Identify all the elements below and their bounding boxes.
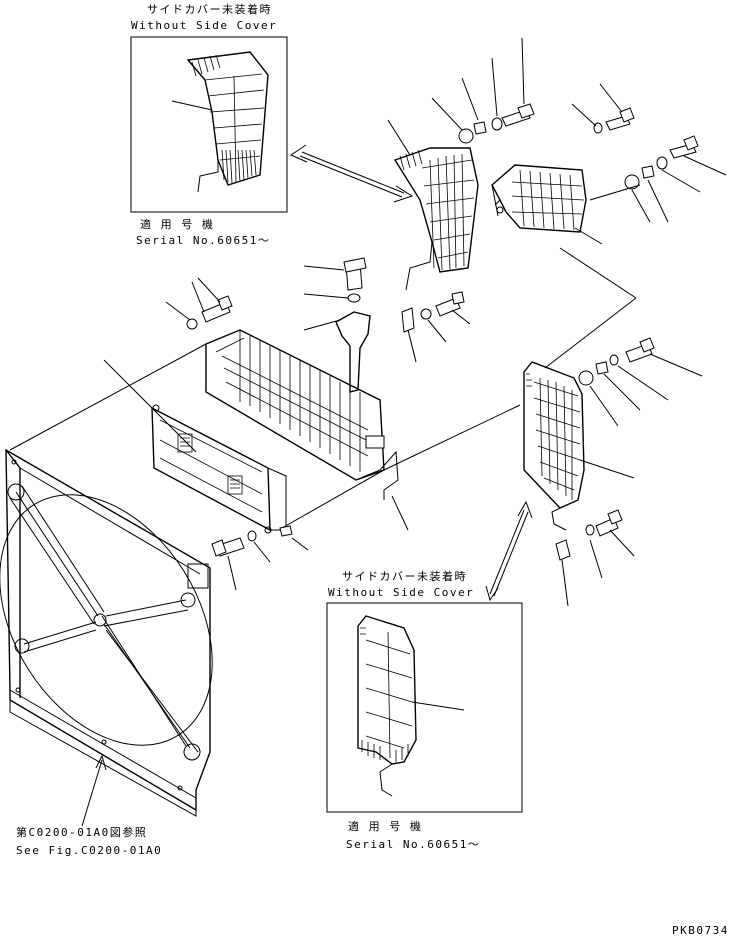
drawing-code: PKB0734: [672, 924, 729, 937]
inset-bottom-serial-en: Serial No.60651～: [346, 838, 480, 851]
inset-top-serial-jp: 適 用 号 機: [140, 217, 214, 231]
upper-grille: [393, 147, 587, 291]
fan-shroud: [0, 448, 271, 827]
inset-bottom-guard-drawing: [357, 615, 465, 797]
inset-bottom-frame: [326, 602, 523, 813]
upper-hardware: [387, 37, 727, 245]
inset-top-serial-en: Serial No.60651～: [136, 234, 270, 247]
reference-en: See Fig.C0200-01A0: [16, 844, 162, 857]
center-hardware: [165, 247, 637, 393]
inset-top-title-en: Without Side Cover: [131, 19, 277, 32]
inset-bottom-title-jp: サイドカバー未装着時: [342, 569, 467, 583]
right-grille: [485, 337, 703, 607]
inset-top: サイドカバー未装着時 Without Side Cover 適 用 号 機 Se…: [130, 2, 288, 247]
inset-bottom-serial-jp: 適 用 号 機: [348, 819, 422, 833]
inset-top-guard-drawing: [171, 51, 269, 193]
inset-bottom: サイドカバー未装着時 Without Side Cover 適 用 号 機 Se…: [326, 569, 523, 851]
reference-jp: 第C0200-01A0図参照: [16, 825, 147, 839]
inset-top-frame: [130, 36, 288, 213]
inset-top-title-jp: サイドカバー未装着時: [147, 2, 272, 16]
shroud-upper: [9, 329, 521, 551]
inset-bottom-title-en: Without Side Cover: [328, 586, 474, 599]
double-arrow-top: [289, 144, 414, 203]
